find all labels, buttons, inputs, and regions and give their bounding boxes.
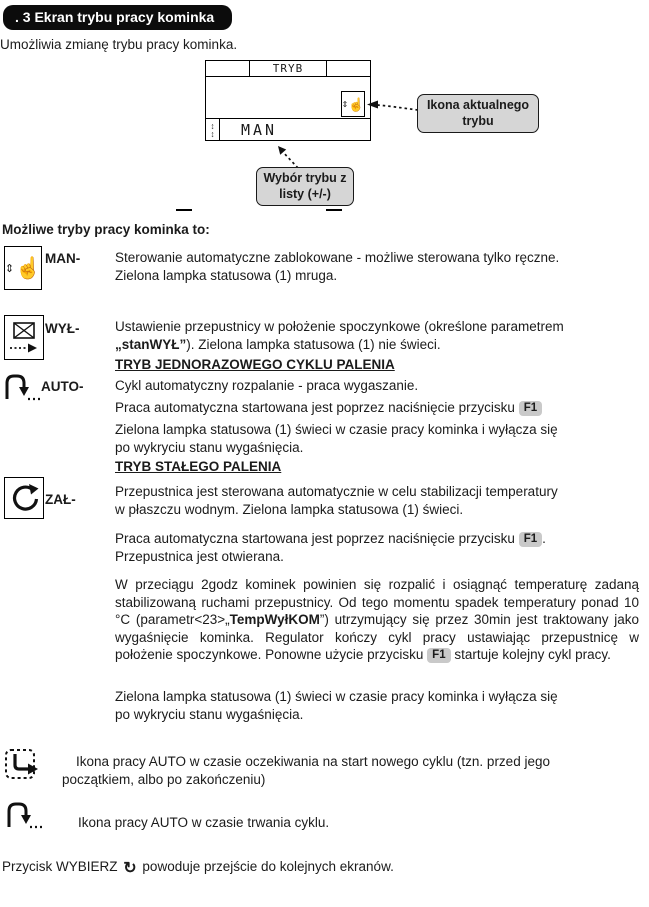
zal-text-2-pre: Praca automatyczna startowana jest poprz…	[115, 531, 519, 546]
man-mode-icon: ⇕ ☝	[4, 246, 42, 290]
auto-text-2: Praca automatyczna startowana jest poprz…	[115, 399, 637, 417]
lcd-mode-value: MAN	[241, 120, 278, 139]
param-name: TempWyłKOM	[229, 612, 320, 627]
zal-text-2-after: .	[542, 531, 546, 546]
modes-heading: Możliwe tryby pracy kominka to:	[2, 222, 210, 237]
circular-arrow-icon	[13, 484, 39, 511]
callout-select-mode: Wybór trybu z listy (+/-)	[256, 167, 354, 207]
zal-text-2-line2: Przepustnica jest otwierana.	[115, 548, 284, 564]
footer-post: powoduje przejście do kolejnych ekranów.	[138, 859, 394, 874]
wyl-mode-label: WYŁ-	[45, 321, 80, 336]
auto-running-icon	[4, 800, 46, 837]
param-name: „stanWYŁ”	[115, 336, 187, 352]
lcd-display: TRYB ⇕ ☝ ↕ ↕ MAN	[205, 60, 371, 141]
auto-wait-icon	[4, 748, 46, 789]
man-mode-label: MAN-	[45, 251, 81, 266]
cycle-arch-arrow-icon	[7, 802, 45, 829]
section-intro: Umożliwia zmianę trybu pracy kominka.	[0, 37, 238, 52]
crossed-box-icon	[10, 321, 37, 352]
f1-key-badge: F1	[518, 532, 543, 547]
lcd-mode-row: ↕ ↕ MAN	[206, 118, 370, 140]
updown-arrow-icon: ⇕	[341, 99, 349, 109]
lcd-title-row: TRYB	[206, 61, 370, 77]
zal-text-3-post: startuje kolejny cykl pracy.	[450, 647, 611, 662]
continuous-heading: TRYB STAŁEGO PALENIA	[115, 459, 282, 474]
hand-pointer-icon: ☝	[15, 256, 42, 280]
auto-wait-text: Ikona pracy AUTO w czasie oczekiwania na…	[62, 754, 550, 787]
zal-text-4: Zielona lampka statusowa (1) świeci w cz…	[115, 689, 558, 722]
auto-running-text: Ikona pracy AUTO w czasie trwania cyklu.	[78, 815, 330, 830]
auto-mode-icon	[2, 372, 44, 409]
lcd-title: TRYB	[248, 61, 328, 76]
divider-dash	[326, 209, 342, 211]
current-mode-icon: ⇕ ☝	[341, 91, 365, 117]
wyl-mode-text: Ustawienie przepustnicy w położenie spoc…	[115, 318, 637, 353]
wyl-mode-icon	[4, 315, 44, 360]
mode-list-updown-icon: ↕ ↕	[206, 119, 220, 140]
zal-text-2-line1: Praca automatyczna startowana jest poprz…	[115, 530, 637, 548]
auto-mode-label: AUTO-	[41, 379, 84, 394]
wyl-text-line1: Ustawienie przepustnicy w położenie spoc…	[115, 319, 564, 334]
auto-text-1: Cykl automatyczny rozpalanie - praca wyg…	[115, 378, 419, 393]
updown-arrow-icon: ⇕	[4, 262, 15, 275]
zal-text-1: Przepustnica jest sterowana automatyczni…	[115, 484, 558, 517]
dashed-box-arrow-icon	[5, 749, 38, 779]
zal-text-3-mid: ”) utrzymujący się przez 30min jest trak…	[115, 612, 639, 662]
auto-text-3: Zielona lampka statusowa (1) świeci w cz…	[115, 422, 558, 455]
hand-pointer-icon: ☝	[348, 96, 365, 112]
footer-pre: Przycisk WYBIERZ	[2, 859, 122, 874]
divider-dash	[176, 209, 192, 211]
f1-key-badge: F1	[518, 401, 543, 416]
callout-current-mode: Ikona aktualnego trybu	[417, 94, 539, 134]
footer-note: Przycisk WYBIERZ ↻ powoduje przejście do…	[2, 858, 394, 878]
up-down-arrow-icon: ↕	[210, 128, 215, 139]
wyl-text-line2: „stanWYŁ”). Zielona lampka statusowa (1)…	[115, 336, 637, 354]
wyl-text-line2-rest: ). Zielona lampka statusowa (1) nie świe…	[186, 336, 441, 352]
cycle-arch-arrow-icon	[5, 374, 43, 401]
zal-text-2: Praca automatyczna startowana jest poprz…	[115, 530, 637, 565]
zal-text-3-pre: W przeciągu 2godz kominek powinien się r…	[115, 577, 639, 627]
zal-mode-icon	[4, 477, 44, 519]
section-badge: . 3 Ekran trybu pracy kominka	[3, 5, 233, 30]
f1-key-badge: F1	[427, 648, 451, 663]
auto-text-2-pre: Praca automatyczna startowana jest poprz…	[115, 400, 519, 415]
select-button-icon: ↻	[123, 860, 137, 877]
single-cycle-heading: TRYB JEDNORAZOWEGO CYKLU PALENIA	[115, 357, 395, 372]
man-mode-text: Sterowanie automatyczne zablokowane - mo…	[115, 250, 560, 283]
zal-mode-label: ZAŁ-	[45, 492, 76, 507]
zal-text-3: W przeciągu 2godz kominek powinien się r…	[115, 576, 639, 664]
lcd-main-area: ⇕ ☝	[206, 77, 370, 118]
up-down-arrow-icon: ↕	[210, 120, 215, 131]
